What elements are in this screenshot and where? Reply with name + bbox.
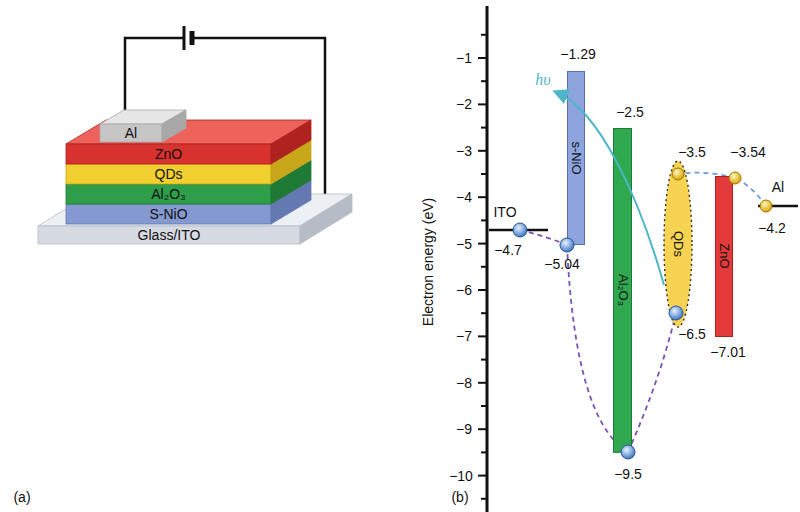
- al-electrode: Al: [100, 110, 186, 142]
- energy-value: −3.54: [730, 145, 765, 159]
- layer-name: QDs: [672, 231, 685, 257]
- layer-name: QDs: [155, 167, 183, 181]
- tick-label: −6: [456, 283, 472, 297]
- tick-label: −5: [456, 237, 472, 251]
- battery-plate: [190, 31, 195, 45]
- snio-band: s-NiO: [567, 71, 585, 245]
- hole-dot: [513, 223, 683, 459]
- tick-label: −3: [456, 144, 472, 158]
- tick-label: −7: [456, 329, 472, 343]
- electron-dot: [672, 168, 772, 212]
- energy-value: −3.5: [678, 145, 706, 159]
- battery-plate: [183, 26, 186, 50]
- tick-label: −2: [456, 97, 472, 111]
- energy-value: −6.5: [678, 327, 706, 341]
- tick-label: −8: [456, 376, 472, 390]
- energy-value: −2.5: [616, 105, 644, 119]
- hole-path: [520, 230, 676, 452]
- layer-name: Al₂O₃: [616, 274, 629, 306]
- layer-name: Al: [125, 126, 137, 140]
- axis-title: Electron energy (eV): [421, 198, 435, 326]
- photon-label: hυ: [535, 72, 550, 88]
- tick-label: −9: [456, 422, 472, 436]
- al-electrode-shape: [100, 110, 188, 144]
- layer-name: s-NiO: [570, 142, 583, 175]
- energy-value: −4.2: [758, 221, 786, 235]
- layer-name: ZnO: [718, 244, 731, 269]
- layer-name: Al₂O₃: [151, 187, 185, 201]
- energy-value: −4.7: [494, 243, 522, 257]
- panel-label: (a): [13, 490, 30, 504]
- electrode-name: Al: [772, 180, 784, 194]
- layer-name: S-NiO: [149, 207, 187, 221]
- zno-band: ZnO: [715, 176, 733, 337]
- al2o3-band: Al₂O₃: [613, 128, 632, 453]
- energy-value: −1.29: [560, 47, 595, 61]
- qd-band: QDs: [663, 160, 693, 328]
- tick-label: −10: [449, 469, 473, 483]
- layer-name: ZnO: [155, 147, 182, 161]
- energy-value: −7.01: [710, 345, 745, 359]
- tick-label: −1: [456, 51, 472, 65]
- panel-label: (b): [451, 490, 468, 504]
- tick-label: −4: [456, 190, 472, 204]
- electrode-name: ITO: [493, 205, 516, 219]
- axis-ticks: [478, 35, 487, 499]
- energy-value: −9.5: [614, 467, 642, 481]
- layer-name: Glass/ITO: [138, 228, 201, 242]
- energy-value: −5.04: [544, 257, 579, 271]
